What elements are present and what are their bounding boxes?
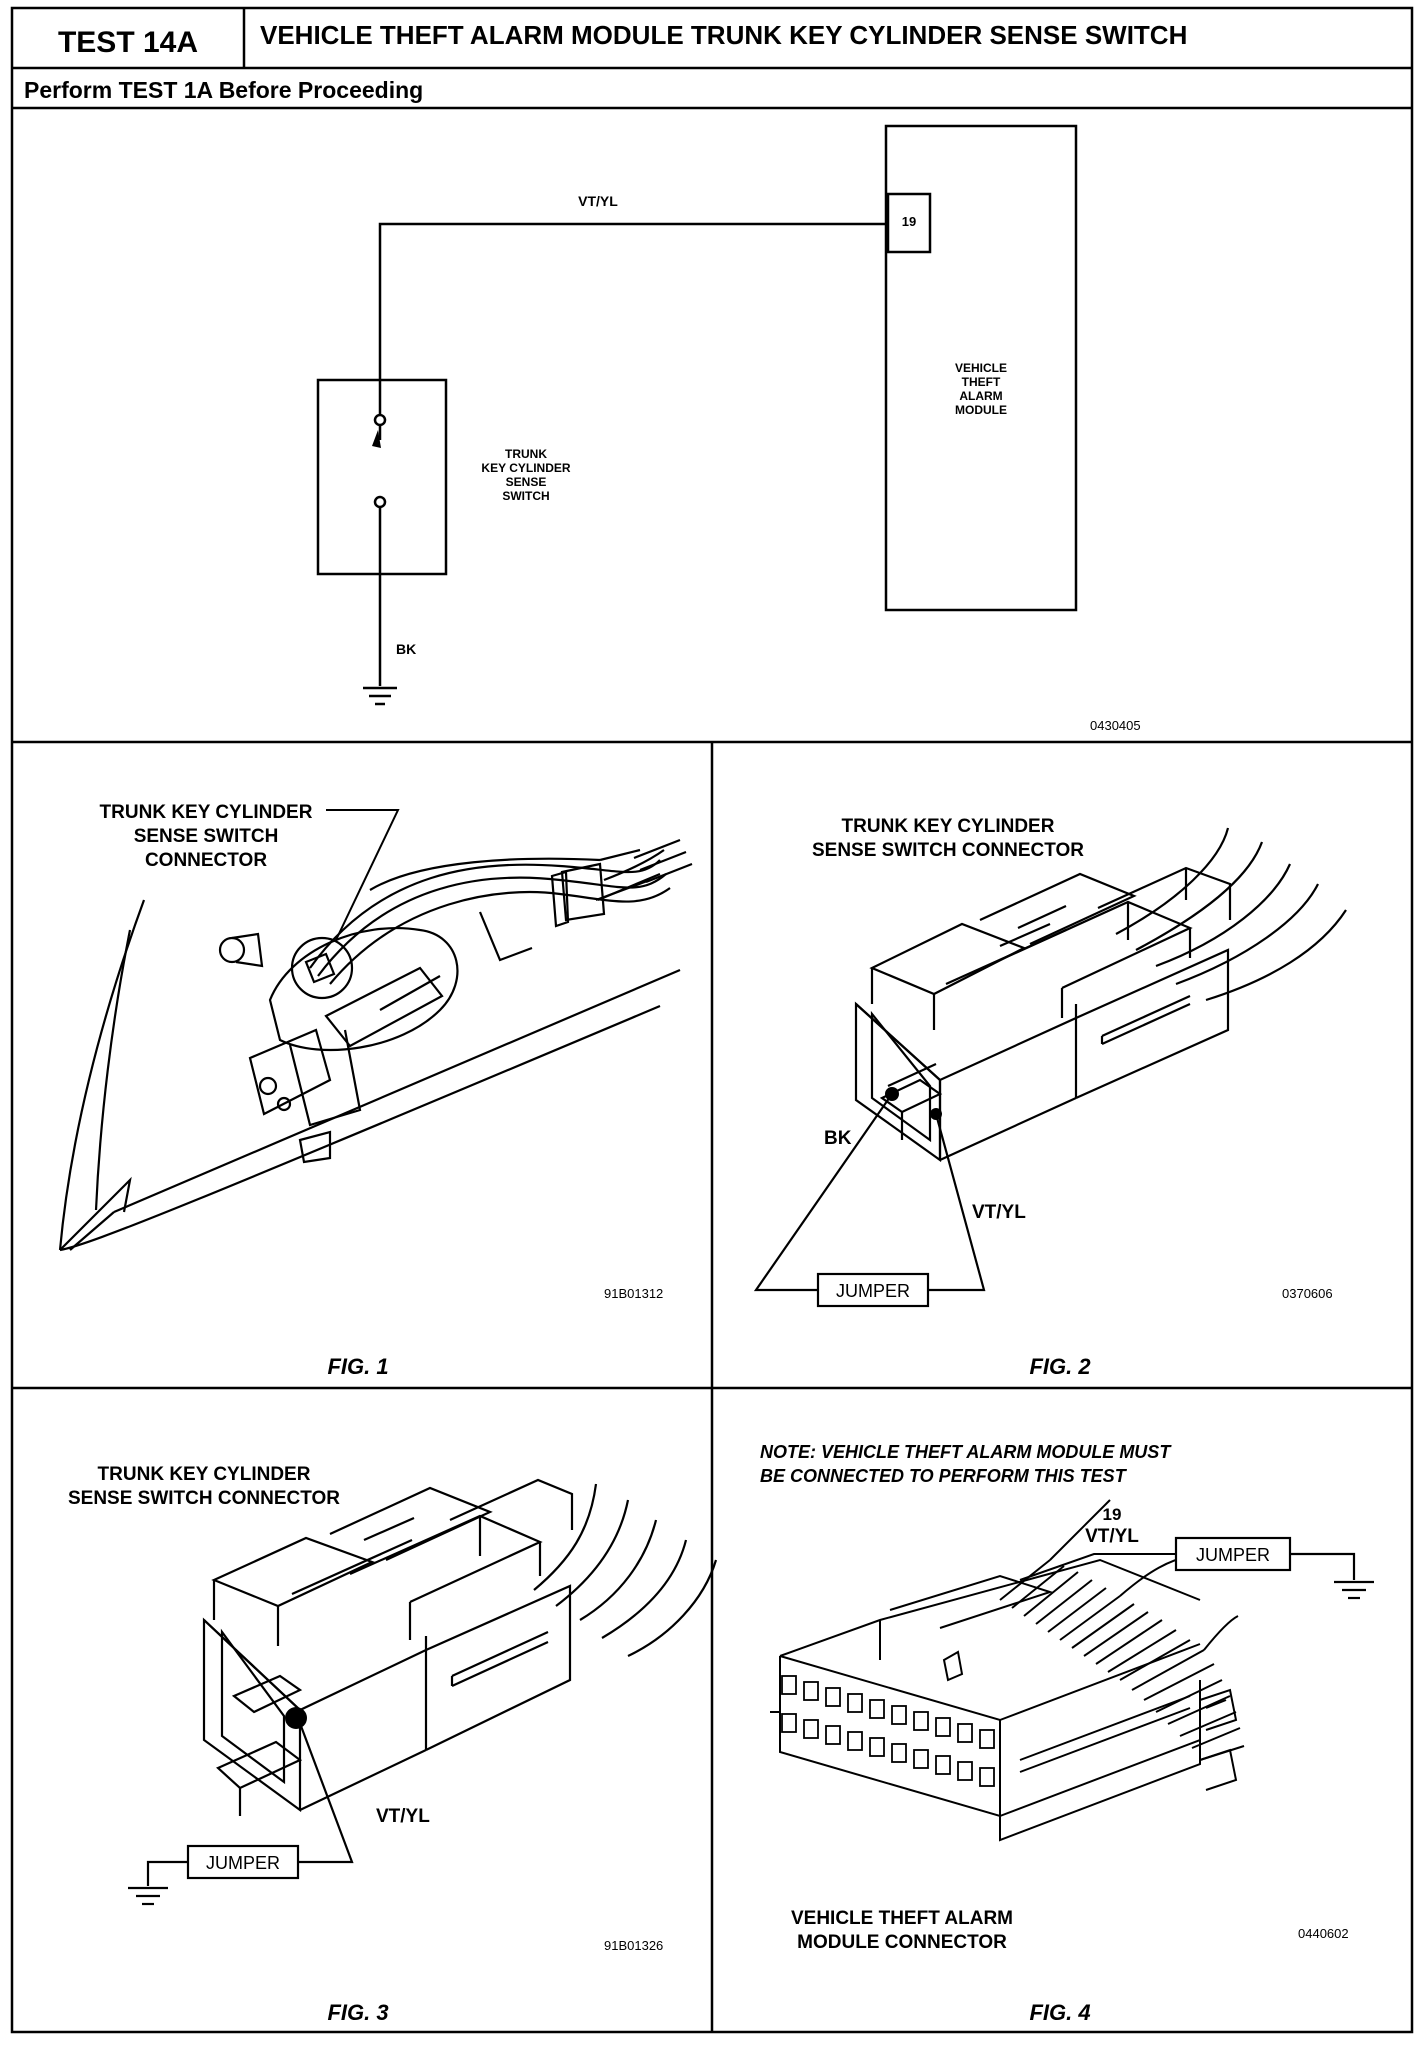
fig2-ref-number: 0370606 [1282,1286,1333,1301]
svg-text:CONNECTOR: CONNECTOR [145,850,267,871]
fig4-connector-illustration [770,1499,1245,1842]
fig3-jumper-lead-ground [146,1860,188,1886]
fig4-caption: FIG. 4 [1029,2000,1090,2025]
fig2-jumper-box [816,1272,930,1308]
wire-label-vt-yl: VT/YL [578,193,618,209]
fig3-label: TRUNK KEY CYLINDER SENSE SWITCH CONNECTO… [68,1464,340,1509]
fig4-note: NOTE: VEHICLE THEFT ALARM MODULE MUST BE… [760,1442,1172,1486]
wire-label-bk: BK [396,641,416,657]
fig2-wire-label-vtyl: VT/YL [972,1202,1026,1223]
svg-text:THEFT: THEFT [962,375,1001,389]
wire-vt-yl [378,222,888,418]
fig3-wire-label-vtyl: VT/YL [376,1806,430,1827]
fig3-jumper-label: JUMPER [206,1853,280,1873]
fig3-jumper-lead-vtyl [296,1717,354,1864]
fig1-ref-number: 91B01312 [604,1286,663,1301]
fig4-jumper-box [1174,1536,1292,1572]
svg-text:MODULE: MODULE [955,403,1007,417]
module-label: VEHICLE THEFT ALARM MODULE [955,361,1007,417]
test-id: TEST 14A [58,26,198,59]
fig2-connector-illustration [854,827,1347,1163]
svg-text:TRUNK: TRUNK [505,447,547,461]
fig-2-panel: JUMPER TRUNK KEY CYLINDER SENSE SWITCH C… [753,816,1347,1379]
fig3-connector-illustration [202,1478,718,1816]
fig2-label: TRUNK KEY CYLINDER SENSE SWITCH CONNECTO… [812,816,1084,861]
fig4-jumper-lead-vtyl [1019,1553,1176,1581]
svg-text:VEHICLE THEFT ALARM: VEHICLE THEFT ALARM [791,1908,1013,1929]
fig-1-panel: TRUNK KEY CYLINDER SENSE SWITCH CONNECTO… [58,802,693,1379]
prerequisite-note: Perform TEST 1A Before Proceeding [24,77,423,103]
fig3-ref-number: 91B01326 [604,1938,663,1953]
svg-text:KEY CYLINDER: KEY CYLINDER [481,461,570,475]
svg-text:NOTE: VEHICLE THEFT ALARM MOD: NOTE: VEHICLE THEFT ALARM MODULE MUST [760,1442,1172,1462]
theft-alarm-module-box [884,124,1078,612]
fig2-caption: FIG. 2 [1029,1354,1091,1379]
fig-4-panel: JUMPER NOTE: VEHICLE THEFT ALARM MODULE … [760,1442,1374,2025]
fig4-pin-number: 19 [1103,1505,1122,1524]
svg-text:TRUNK KEY CYLINDER: TRUNK KEY CYLINDER [98,1464,311,1485]
svg-text:SENSE: SENSE [506,475,547,489]
schematic-ref-number: 0430405 [1090,718,1141,733]
fig4-ref-number: 0440602 [1298,1926,1349,1941]
fig4-wire-label-vtyl: VT/YL [1085,1526,1139,1547]
svg-text:SENSE SWITCH CONNECTOR: SENSE SWITCH CONNECTOR [68,1488,340,1509]
svg-text:SENSE SWITCH: SENSE SWITCH [134,826,279,847]
fig4-ground-symbol [1334,1580,1374,1600]
fig2-jumper-label: JUMPER [836,1281,910,1301]
svg-text:ALARM: ALARM [959,389,1002,403]
fig2-jumper-lead-vtyl [928,1113,986,1292]
svg-text:VEHICLE: VEHICLE [955,361,1007,375]
sense-switch-box [316,378,448,576]
fig1-leader-line [326,809,400,941]
fig3-caption: FIG. 3 [327,2000,388,2025]
pin-19-box [886,192,932,254]
fig1-label: TRUNK KEY CYLINDER SENSE SWITCH CONNECTO… [100,802,313,871]
pin-number: 19 [902,214,916,229]
fig4-connector-label: VEHICLE THEFT ALARM MODULE CONNECTOR [791,1908,1013,1953]
fig2-jumper-lead-bk [753,1093,893,1292]
svg-text:SWITCH: SWITCH [502,489,549,503]
fig4-terminal-cavities [781,1675,995,1787]
fig1-caption: FIG. 1 [327,1354,388,1379]
svg-text:TRUNK KEY CYLINDER: TRUNK KEY CYLINDER [100,802,313,823]
svg-text:SENSE SWITCH CONNECTOR: SENSE SWITCH CONNECTOR [812,840,1084,861]
fig3-jumper-box [186,1844,300,1880]
fig3-ground-symbol [128,1886,168,1906]
fig4-jumper-label: JUMPER [1196,1545,1270,1565]
svg-text:TRUNK KEY CYLINDER: TRUNK KEY CYLINDER [842,816,1055,837]
svg-text:BE CONNECTED TO PERFORM THIS T: BE CONNECTED TO PERFORM THIS TEST [760,1466,1128,1486]
svg-text:MODULE CONNECTOR: MODULE CONNECTOR [797,1932,1007,1953]
fig2-wire-label-bk: BK [824,1128,852,1149]
wiring-schematic: VT/YL BK 19 VEHICLE THEFT ALARM MODULE T… [316,124,1141,733]
fig4-jumper-lead-ground [1290,1552,1356,1580]
switch-label: TRUNK KEY CYLINDER SENSE SWITCH [481,447,570,503]
page-title: VEHICLE THEFT ALARM MODULE TRUNK KEY CYL… [260,20,1187,50]
trunk-lid-illustration [58,838,693,1252]
fig-3-panel: JUMPER TRUNK KEY CYLINDER SENSE SWITCH C… [68,1464,718,2025]
page-frame [10,6,1414,2034]
